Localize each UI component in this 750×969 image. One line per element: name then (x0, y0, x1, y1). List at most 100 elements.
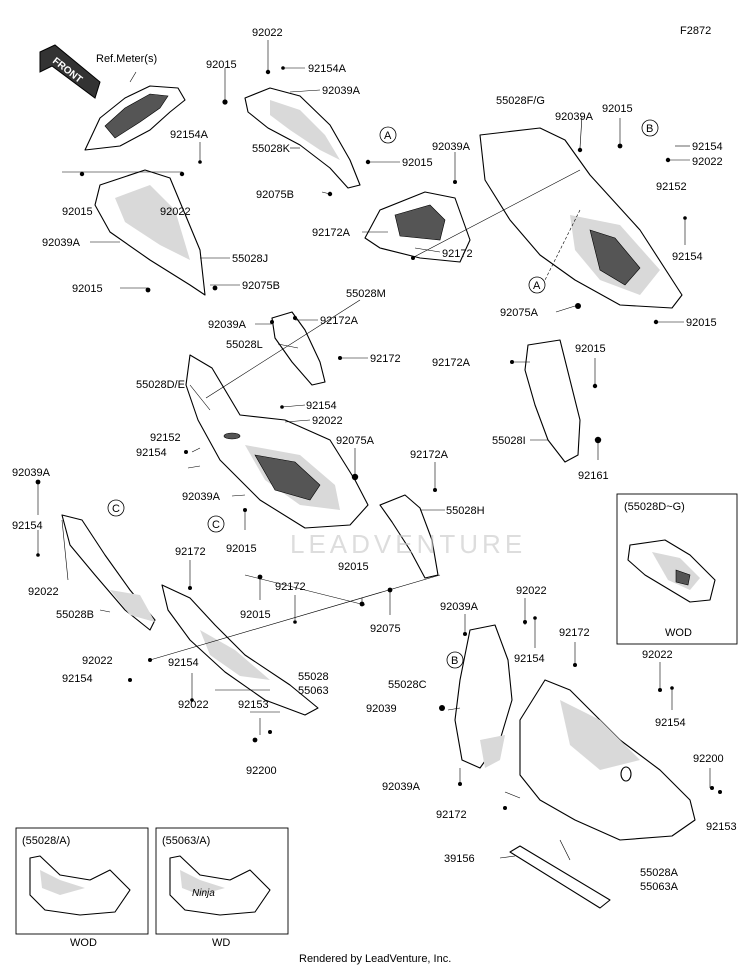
part-39156 (509, 845, 611, 909)
part-label: 92022 (252, 27, 283, 39)
callout-a-1: A (379, 126, 397, 144)
leader-lines (37, 40, 711, 861)
part-label: 92172 (442, 248, 473, 260)
part-label: 92022 (642, 649, 673, 661)
part-55028L (271, 311, 326, 386)
part-label: 92015 (206, 59, 237, 71)
meter-bracket-part (84, 71, 186, 151)
fasteners (35, 66, 722, 810)
part-55028J (94, 169, 206, 296)
part-label: 92172 (370, 353, 401, 365)
part-label: 92022 (312, 415, 343, 427)
part-label: 92022 (516, 585, 547, 597)
svg-text:B: B (646, 123, 653, 135)
part-label: 55028H (446, 505, 485, 517)
part-55028A-55063A (519, 679, 696, 841)
part-label: 92039A (182, 491, 221, 503)
part-labels: 92022 92015 92154A 92039A 55028K 92015 9… (12, 27, 737, 893)
part-label: 92172 (436, 809, 467, 821)
part-label: 92154 (62, 673, 93, 685)
callout-a-2: A (528, 276, 546, 294)
part-label: 92022 (178, 699, 209, 711)
inset-title: (55028/A) (22, 835, 70, 847)
part-55028D-E (185, 354, 369, 529)
figure-code: F2872 (680, 25, 711, 37)
part-label: 92075B (242, 280, 280, 292)
part-label: 92154A (170, 129, 209, 141)
svg-text:C: C (112, 503, 120, 515)
part-label: 92154A (308, 63, 347, 75)
part-label: 92015 (240, 609, 271, 621)
part-label: 92039A (12, 467, 51, 479)
inset-title: (55028D~G) (624, 501, 685, 513)
part-label: 92172 (559, 627, 590, 639)
part-label: 55028A (640, 867, 679, 879)
part-label: 92075A (336, 435, 375, 447)
part-label: 92153 (238, 699, 269, 711)
watermark: LEADVENTURE (290, 529, 526, 559)
part-label: 92200 (693, 753, 724, 765)
part-label: 92200 (246, 765, 277, 777)
part-label: 92015 (686, 317, 717, 329)
part-label: 92172 (175, 546, 206, 558)
inset-55063-A: (55063/A) Ninja WD (155, 827, 289, 949)
ninja-badge: Ninja (192, 888, 215, 899)
callout-c-1: C (107, 499, 125, 517)
part-label: 92039A (42, 237, 81, 249)
part-label: 92039A (382, 781, 421, 793)
part-label: 55028K (252, 143, 291, 155)
part-55028M (364, 191, 471, 263)
part-label: 92075 (370, 623, 401, 635)
part-label: 92154 (514, 653, 545, 665)
part-55028B (61, 514, 156, 631)
part-label: 92039A (440, 601, 479, 613)
part-label: 92154 (136, 447, 167, 459)
part-label: 92015 (602, 103, 633, 115)
part-label: 92172A (410, 449, 449, 461)
part-label: 92022 (160, 206, 191, 218)
part-label: 92022 (28, 586, 59, 598)
part-label: 55028C (388, 679, 427, 691)
part-label: 92022 (82, 655, 113, 667)
part-label: 92154 (692, 141, 723, 153)
part-label: 92039 (366, 703, 397, 715)
part-label: 92039A (322, 85, 361, 97)
callout-c-2: C (207, 515, 225, 533)
part-label: 92154 (168, 657, 199, 669)
part-55028F-G (479, 127, 683, 309)
part-55028I (524, 339, 581, 463)
part-label: 92039A (208, 319, 247, 331)
part-label: 55028I (492, 435, 526, 447)
part-label: 92075B (256, 189, 294, 201)
part-label: 55028 (298, 671, 329, 683)
part-label: 39156 (444, 853, 475, 865)
part-55028C (454, 624, 513, 769)
part-label: 55028J (232, 253, 268, 265)
part-label: 92152 (656, 181, 687, 193)
part-label: 55028B (56, 609, 94, 621)
part-label: 92153 (706, 821, 737, 833)
part-label: 92172 (275, 581, 306, 593)
callout-b-1: B (641, 119, 659, 137)
part-55028-55063 (161, 584, 319, 716)
part-label: 55063A (640, 881, 679, 893)
inset-caption: WOD (665, 627, 692, 639)
part-label: 92172A (312, 227, 351, 239)
svg-text:B: B (451, 655, 458, 667)
inset-55028-A: (55028/A) WOD (15, 827, 149, 949)
svg-text:C: C (212, 519, 220, 531)
part-label: 92015 (62, 206, 93, 218)
part-label: 92015 (338, 561, 369, 573)
svg-text:A: A (384, 130, 392, 142)
footer-credit: Rendered by LeadVenture, Inc. (299, 953, 451, 965)
part-label: 55028D/E (136, 379, 185, 391)
part-label: 92154 (672, 251, 703, 263)
front-arrow-icon: FRONT (39, 44, 101, 99)
part-label: 55063 (298, 685, 329, 697)
part-label: 92154 (655, 717, 686, 729)
part-label: 92015 (402, 157, 433, 169)
part-label: 92172A (432, 357, 471, 369)
inset-caption: WOD (70, 937, 97, 949)
inset-55028D-G: (55028D~G) WOD (616, 493, 738, 645)
